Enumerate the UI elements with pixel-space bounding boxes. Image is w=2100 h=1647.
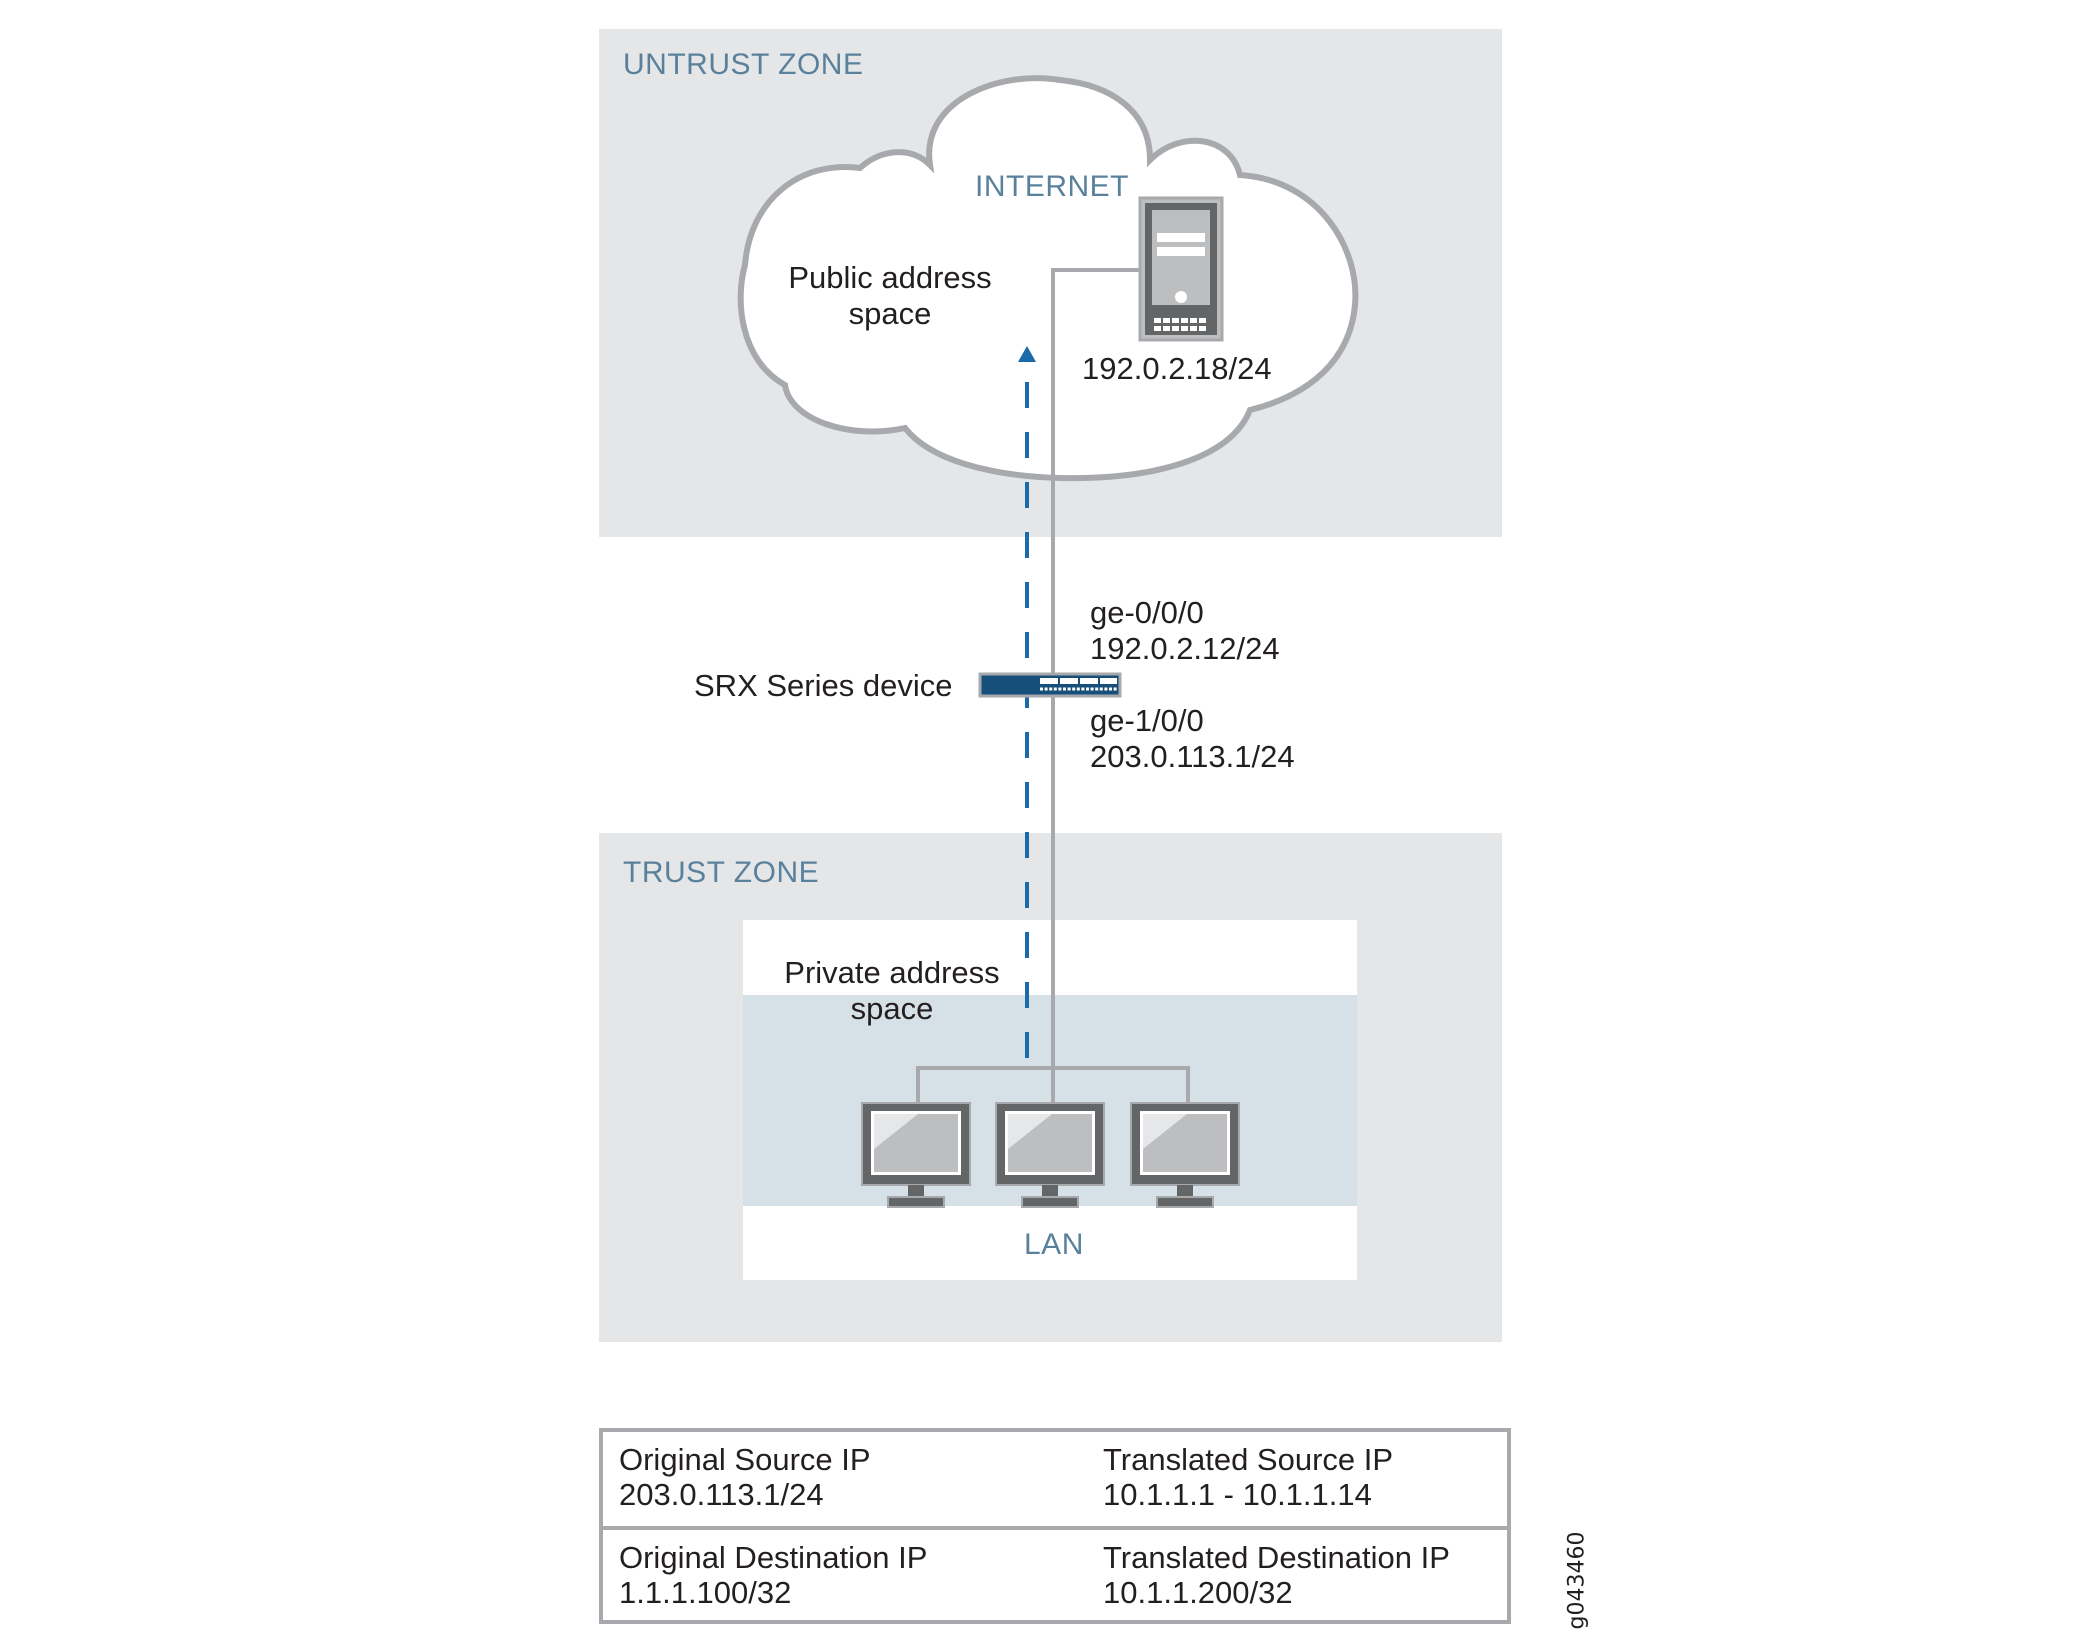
public-space-line2: space bbox=[848, 296, 932, 331]
arrow-head-icon bbox=[1018, 346, 1036, 362]
monitor-icon bbox=[1130, 1102, 1240, 1208]
untrust-zone-label: UNTRUST ZONE bbox=[623, 48, 864, 81]
monitor-icon bbox=[861, 1102, 971, 1208]
table-row: Original Destination IP 1.1.1.100/32 Tra… bbox=[603, 1530, 1507, 1624]
trust-interface-ip: 203.0.113.1/24 bbox=[1090, 739, 1295, 774]
srx-device-icon bbox=[978, 672, 1122, 698]
untrust-interface-name: ge-0/0/0 bbox=[1090, 595, 1204, 630]
lan-hosts bbox=[861, 1102, 1240, 1208]
private-space-line1: Private address bbox=[784, 955, 1000, 990]
nat-translation-table: Original Source IP 203.0.113.1/24 Transl… bbox=[599, 1428, 1511, 1624]
translated-destination-value: 10.1.1.200/32 bbox=[1103, 1575, 1293, 1610]
original-destination-cell: Original Destination IP 1.1.1.100/32 bbox=[619, 1540, 927, 1610]
internet-cloud-icon bbox=[737, 75, 1359, 482]
trust-interface-name: ge-1/0/0 bbox=[1090, 703, 1204, 738]
translated-source-cell: Translated Source IP 10.1.1.1 - 10.1.1.1… bbox=[1103, 1442, 1393, 1512]
original-source-cell: Original Source IP 203.0.113.1/24 bbox=[619, 1442, 871, 1512]
original-destination-label: Original Destination IP bbox=[619, 1540, 928, 1575]
server-icon bbox=[1138, 196, 1224, 342]
monitor-icon bbox=[995, 1102, 1105, 1208]
server-ip-label: 192.0.2.18/24 bbox=[1082, 351, 1272, 386]
translated-destination-label: Translated Destination IP bbox=[1103, 1540, 1450, 1575]
translated-source-label: Translated Source IP bbox=[1103, 1442, 1394, 1477]
srx-device-label: SRX Series device bbox=[694, 668, 953, 703]
translated-source-value: 10.1.1.1 - 10.1.1.14 bbox=[1103, 1477, 1372, 1512]
original-source-value: 203.0.113.1/24 bbox=[619, 1477, 824, 1512]
private-space-line2: space bbox=[850, 991, 934, 1026]
private-address-space-label: Private address space bbox=[762, 955, 1022, 1027]
untrust-interface-ip: 192.0.2.12/24 bbox=[1090, 631, 1280, 666]
flow-arrow bbox=[1018, 346, 1036, 1058]
lan-label: LAN bbox=[1024, 1228, 1084, 1261]
figure-id: g043460 bbox=[1564, 1531, 1590, 1630]
trust-zone-label: TRUST ZONE bbox=[623, 856, 820, 889]
network-links bbox=[916, 268, 1190, 1105]
public-address-space-label: Public address space bbox=[760, 260, 1020, 332]
original-destination-value: 1.1.1.100/32 bbox=[619, 1575, 792, 1610]
table-row: Original Source IP 203.0.113.1/24 Transl… bbox=[603, 1432, 1507, 1530]
translated-destination-cell: Translated Destination IP 10.1.1.200/32 bbox=[1103, 1540, 1450, 1610]
original-source-label: Original Source IP bbox=[619, 1442, 871, 1477]
public-space-line1: Public address bbox=[788, 260, 992, 295]
internet-label: INTERNET bbox=[975, 170, 1129, 203]
